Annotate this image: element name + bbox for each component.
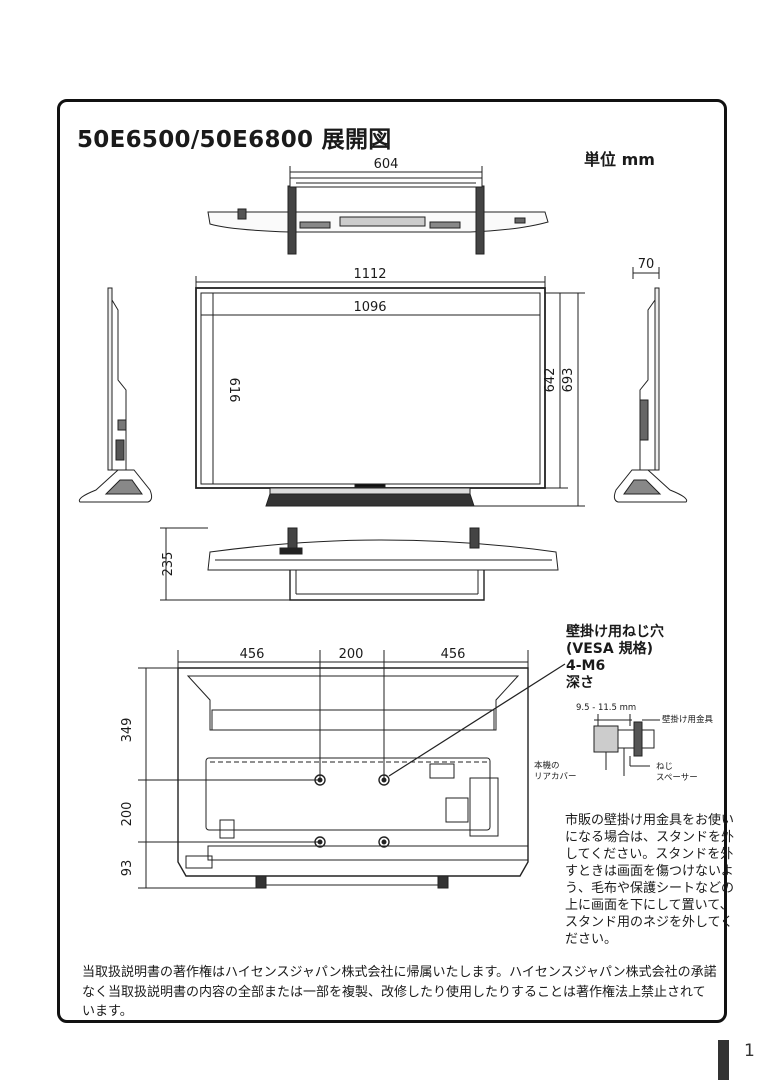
dim-overall-width: 1112: [353, 267, 386, 282]
dim-rear-top: 349: [120, 718, 135, 743]
top-view-drawing: [207, 177, 549, 255]
dim-rear-right: 456: [441, 647, 466, 662]
dim-rear-mid: 200: [339, 647, 364, 662]
unit-label: 単位 mm: [584, 150, 655, 169]
copyright-notice: 当取扱説明書の著作権はハイセンスジャパン株式会社に帰属いたします。ハイセンスジャ…: [82, 965, 717, 1019]
rear-view-drawing: [177, 663, 566, 889]
stand-removal-note: 市販の壁掛け用金具をお使いになる場合は、スタンドを外してください。スタンドを外す…: [565, 813, 735, 947]
dim-depth: 70: [638, 257, 655, 272]
dim-stand-depth: 235: [161, 552, 176, 577]
dim-rear-left: 456: [240, 647, 265, 662]
detail-depth-range: 9.5 - 11.5 mm: [576, 703, 636, 713]
screw-detail-drawing: [593, 714, 660, 776]
right-side-view-drawing: [613, 287, 688, 503]
detail-spacer-label: スペーサー: [656, 773, 698, 783]
dim-height-with-stand: 693: [561, 368, 576, 393]
dim-screen-height: 616: [226, 378, 241, 403]
left-side-view-drawing: [78, 287, 153, 503]
dim-height-no-stand: 642: [543, 368, 558, 393]
vesa-line-2: (VESA 規格): [566, 641, 653, 657]
front-view-drawing: [195, 287, 546, 507]
detail-rear-cover-label-2: リアカバー: [534, 772, 577, 782]
vesa-callout: 壁掛け用ねじ穴 (VESA 規格) 4-M6 深さ: [566, 624, 664, 692]
dim-rear-vesa: 200: [120, 802, 135, 827]
page-number: 1: [744, 1041, 755, 1061]
detail-rear-cover-label-1: 本機の: [534, 760, 560, 771]
page-marker-bar: [718, 1040, 729, 1080]
detail-screw-label: ねじ: [656, 762, 673, 772]
vesa-line-3: 4-M6: [566, 658, 606, 674]
vesa-line-4: 深さ: [566, 675, 594, 691]
vesa-line-1: 壁掛け用ねじ穴: [566, 624, 664, 640]
page-title: 50E6500/50E6800 展開図: [77, 127, 392, 153]
detail-bracket-label: 壁掛け用金具: [662, 714, 714, 725]
dim-stand-width: 604: [374, 157, 399, 172]
dim-rear-bottom: 93: [120, 860, 135, 877]
bottom-view-drawing: [207, 527, 559, 601]
dim-screen-width: 1096: [353, 300, 386, 315]
page-frame: [57, 99, 727, 1023]
